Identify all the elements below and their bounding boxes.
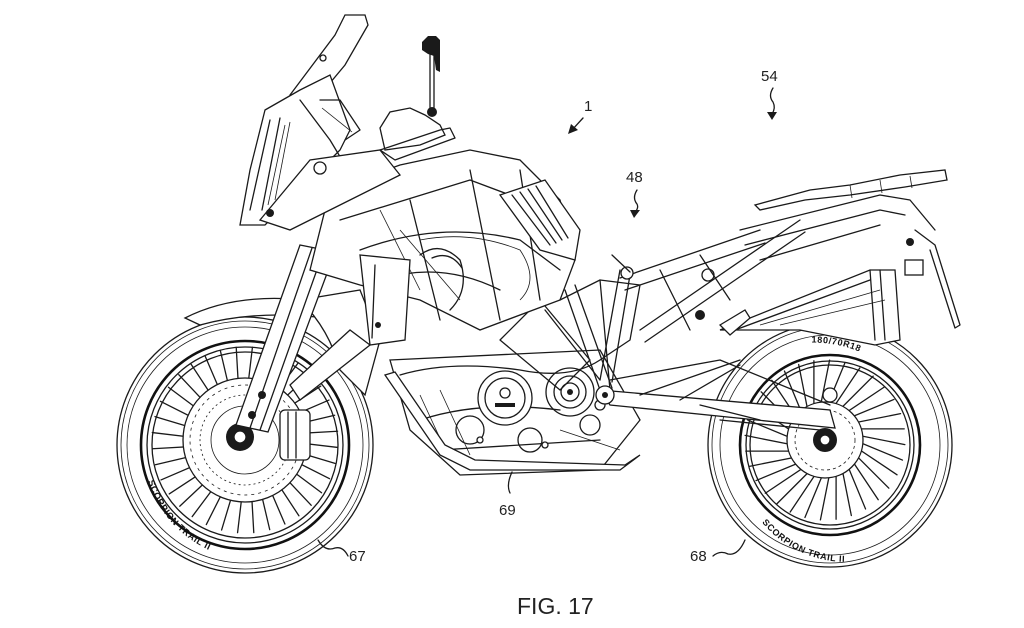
reference-numeral-67: 67 [317,539,366,565]
svg-text:1: 1 [584,98,592,115]
front-tire-sidewall-text: SCORPION TRAIL II [146,479,213,552]
svg-text:69: 69 [499,502,516,519]
svg-text:68: 68 [690,548,707,565]
figure-caption: FIG. 17 [517,593,594,619]
reference-numeral-69: 69 [499,471,516,519]
reference-numeral-68: 68 [690,539,746,565]
trellis-frame [544,169,961,391]
front-fork [235,244,372,433]
svg-text:67: 67 [349,548,366,565]
reference-numeral-1: 1 [568,98,592,134]
svg-text:54: 54 [761,68,778,85]
reference-numeral-48: 48 [626,169,643,218]
skid-plate [383,371,641,471]
rear-wheel: SCORPION TRAIL II 180/70R18 [707,322,953,568]
swingarm [595,359,836,431]
mirror [422,36,440,72]
front-brake-caliper [279,409,311,461]
handlebar-assembly [379,36,456,161]
reference-numeral-54: 54 [761,68,778,120]
radiator-shroud [498,179,581,261]
engine [389,299,641,476]
front-fairing [239,14,402,231]
svg-text:48: 48 [626,169,643,186]
